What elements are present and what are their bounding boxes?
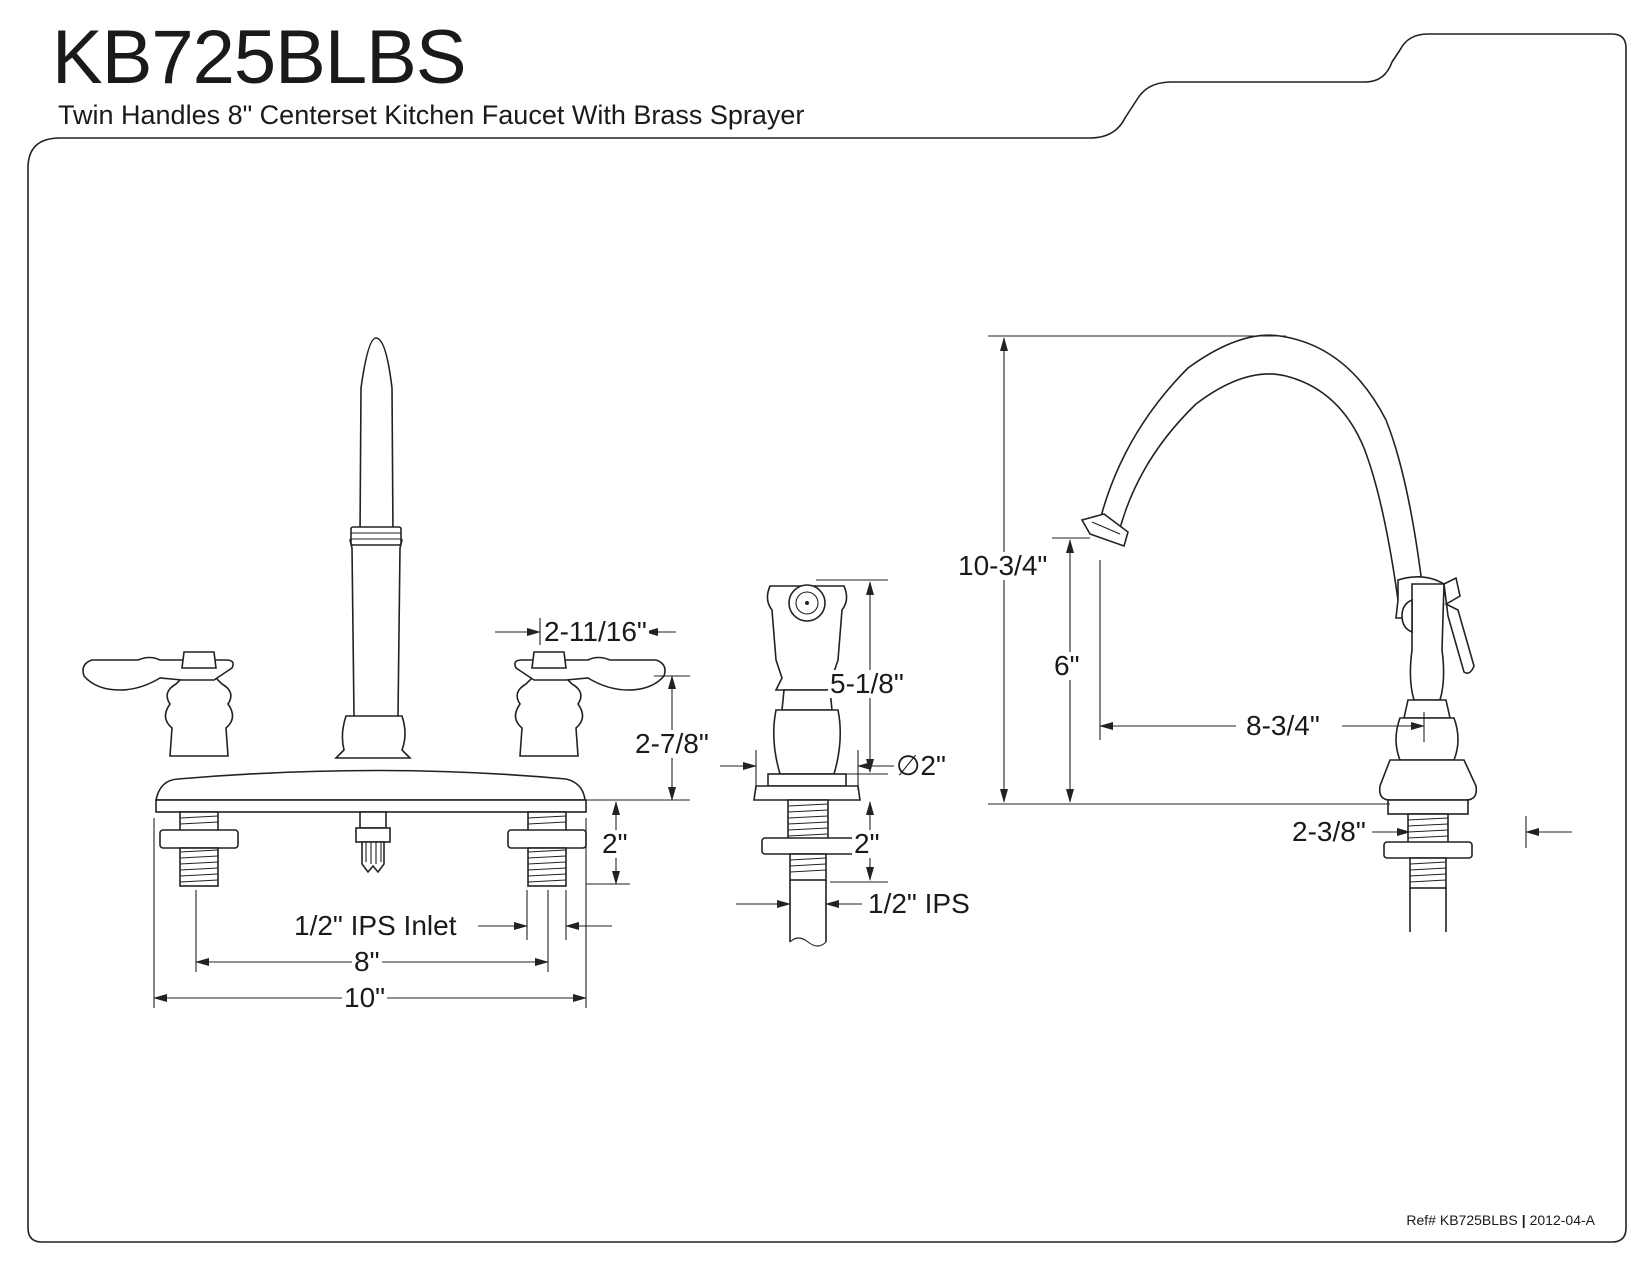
model-number: KB725BLBS: [52, 15, 467, 100]
side-sprayer: [753, 584, 861, 947]
dim-handle-height: 2-7/8": [633, 728, 711, 759]
front-view-faucet: [82, 337, 666, 887]
dim-spout-reach: 8-3/4": [1244, 710, 1322, 741]
dim-sprayer-diameter: ∅2": [894, 750, 948, 781]
dim-spout-height: 6": [1052, 650, 1082, 681]
ref-number: Ref# KB725BLBS: [1406, 1212, 1518, 1228]
dim-inlet: 1/2" IPS Inlet: [292, 910, 459, 941]
side-view-faucet: [1080, 334, 1478, 932]
ref-separator: |: [1521, 1212, 1526, 1228]
dim-center-spread: 8": [352, 946, 382, 977]
dim-deck-width: 10": [342, 982, 388, 1013]
reference-code: Ref# KB725BLBS|2012-04-A: [1406, 1212, 1595, 1228]
dim-sprayer-ips: 1/2" IPS: [866, 888, 972, 919]
dim-overall-height: 10-3/4": [956, 550, 1050, 581]
dim-shank-faucet: 2": [600, 828, 630, 859]
product-description: Twin Handles 8" Centerset Kitchen Faucet…: [58, 100, 805, 130]
dim-sprayer-shank: 2": [852, 828, 882, 859]
dim-sprayer-height: 5-1/8": [828, 668, 906, 699]
dim-base-depth: 2-3/8": [1290, 816, 1368, 847]
side-view-dimensions: [988, 335, 1572, 848]
drawing-frame: [27, 33, 1627, 1243]
ref-revision: 2012-04-A: [1529, 1212, 1595, 1228]
dim-handle-width: 2-11/16": [542, 616, 649, 647]
